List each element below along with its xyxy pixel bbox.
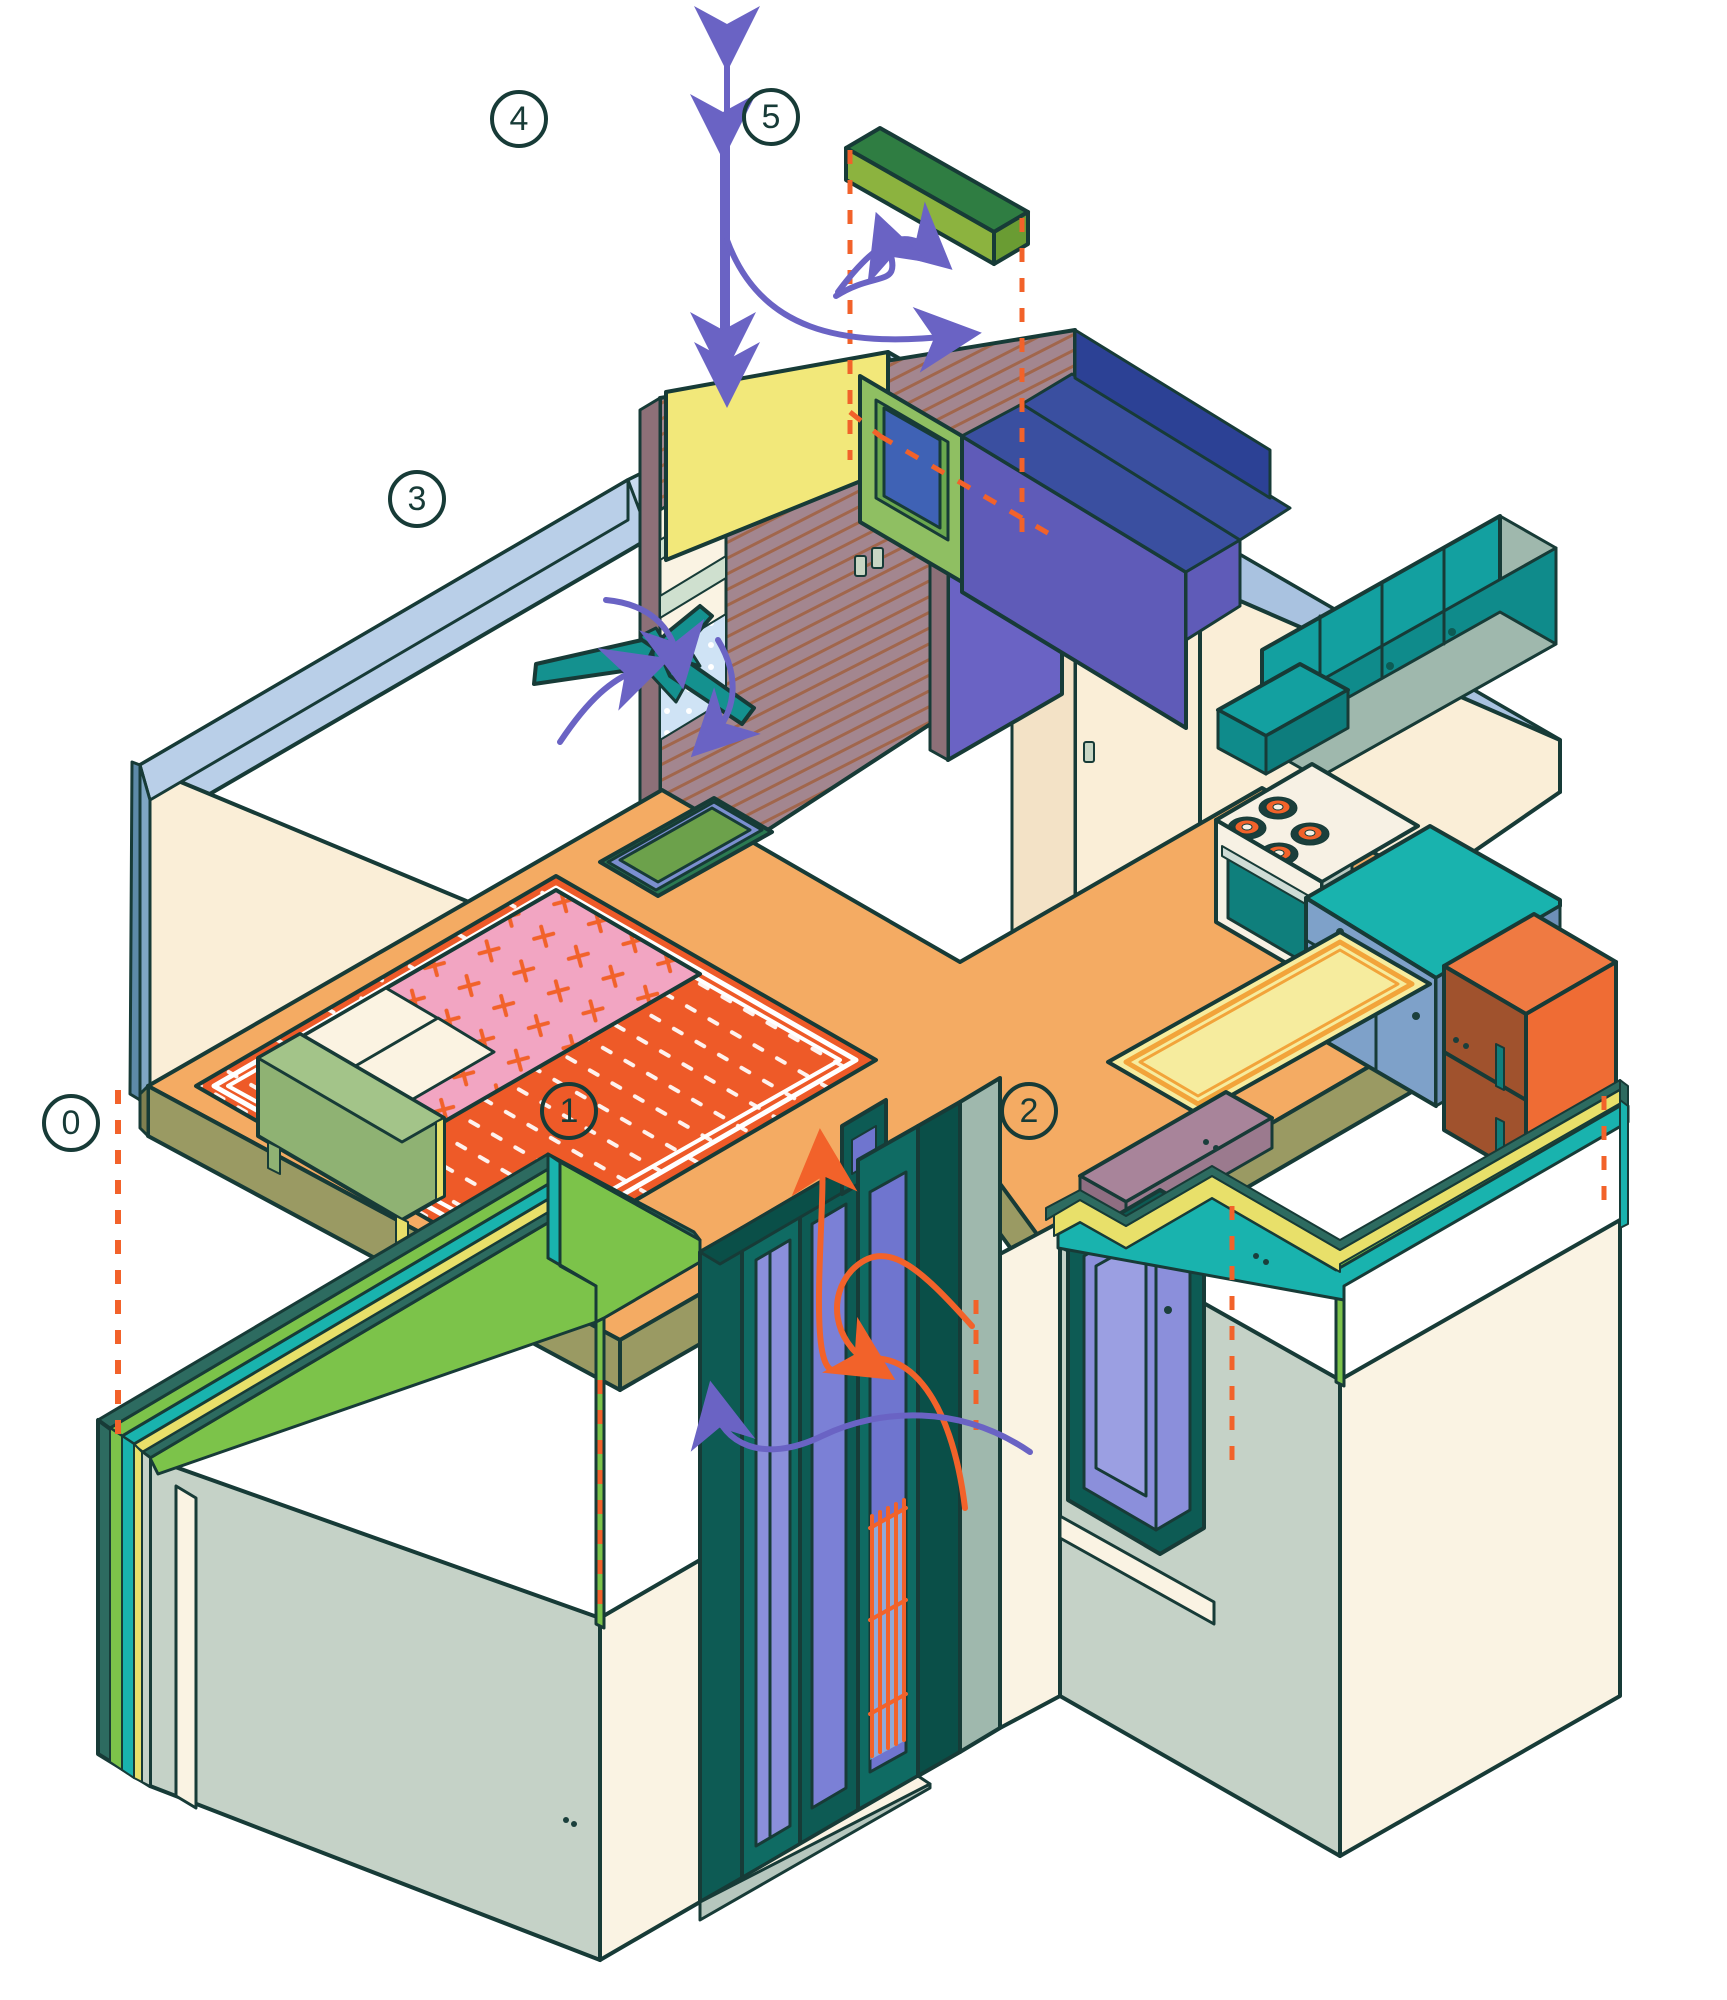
fridge-divider xyxy=(1442,1050,1528,1102)
glass-pane xyxy=(754,1238,792,1848)
detached-green-beam[interactable] xyxy=(844,126,1030,266)
alignment-guide-window xyxy=(878,433,1062,543)
light-switch-plate[interactable] xyxy=(871,547,884,569)
kitchen-runner-rug[interactable] xyxy=(1106,930,1432,1116)
burner[interactable] xyxy=(1258,796,1298,820)
window-airflow-purple xyxy=(690,1380,1033,1455)
burner[interactable] xyxy=(1290,822,1330,846)
bed[interactable] xyxy=(256,888,702,1249)
callout-2[interactable]: 2 xyxy=(1000,1082,1058,1140)
drywall-return xyxy=(174,1484,198,1810)
range-hood[interactable] xyxy=(1216,662,1350,776)
interior-drywall xyxy=(998,1220,1062,1730)
ceiling-panels-interior xyxy=(960,328,1292,730)
ceiling-panel-navy xyxy=(1073,328,1272,500)
stove-range[interactable] xyxy=(1214,762,1420,986)
bathroom-window[interactable] xyxy=(882,406,942,530)
bathroom-green-wall xyxy=(858,374,964,584)
fan-rotation-arrow-3 xyxy=(690,637,761,758)
interior-drywall xyxy=(598,1558,702,1962)
fan-rotation-arrow xyxy=(557,648,671,745)
interior-drywall xyxy=(1338,1218,1622,1858)
small-entry-mat[interactable] xyxy=(598,796,774,898)
alignment-guides xyxy=(115,150,1607,1620)
beam-placement-arrow xyxy=(833,211,930,299)
callout-4[interactable]: 4 xyxy=(490,90,548,148)
callout-3[interactable]: 3 xyxy=(388,470,446,528)
exterior-wall-panel-left[interactable] xyxy=(96,1152,702,1962)
window-airflow-in xyxy=(821,1253,975,1381)
alignment-guide-window-lead xyxy=(848,410,882,438)
light-switch-plate[interactable] xyxy=(854,555,867,577)
motion-arrows xyxy=(557,6,1033,1511)
callout-5[interactable]: 5 xyxy=(742,88,800,146)
window-sill xyxy=(1058,1514,1216,1626)
callout-1[interactable]: 1 xyxy=(540,1082,598,1140)
window-lock[interactable] xyxy=(1164,1306,1172,1314)
outlet-plate xyxy=(1083,741,1095,763)
fan-rotation-arrow-2 xyxy=(603,597,705,690)
fan-hub xyxy=(651,643,673,665)
fridge-handle-upper[interactable] xyxy=(1495,1043,1505,1091)
callout-0[interactable]: 0 xyxy=(42,1094,100,1152)
airflow-curve-arrow xyxy=(724,237,982,373)
stucco-face xyxy=(148,1456,602,1962)
exterior-wall-panel-right[interactable] xyxy=(998,1079,1630,1858)
balcony-railing xyxy=(868,1498,908,1760)
